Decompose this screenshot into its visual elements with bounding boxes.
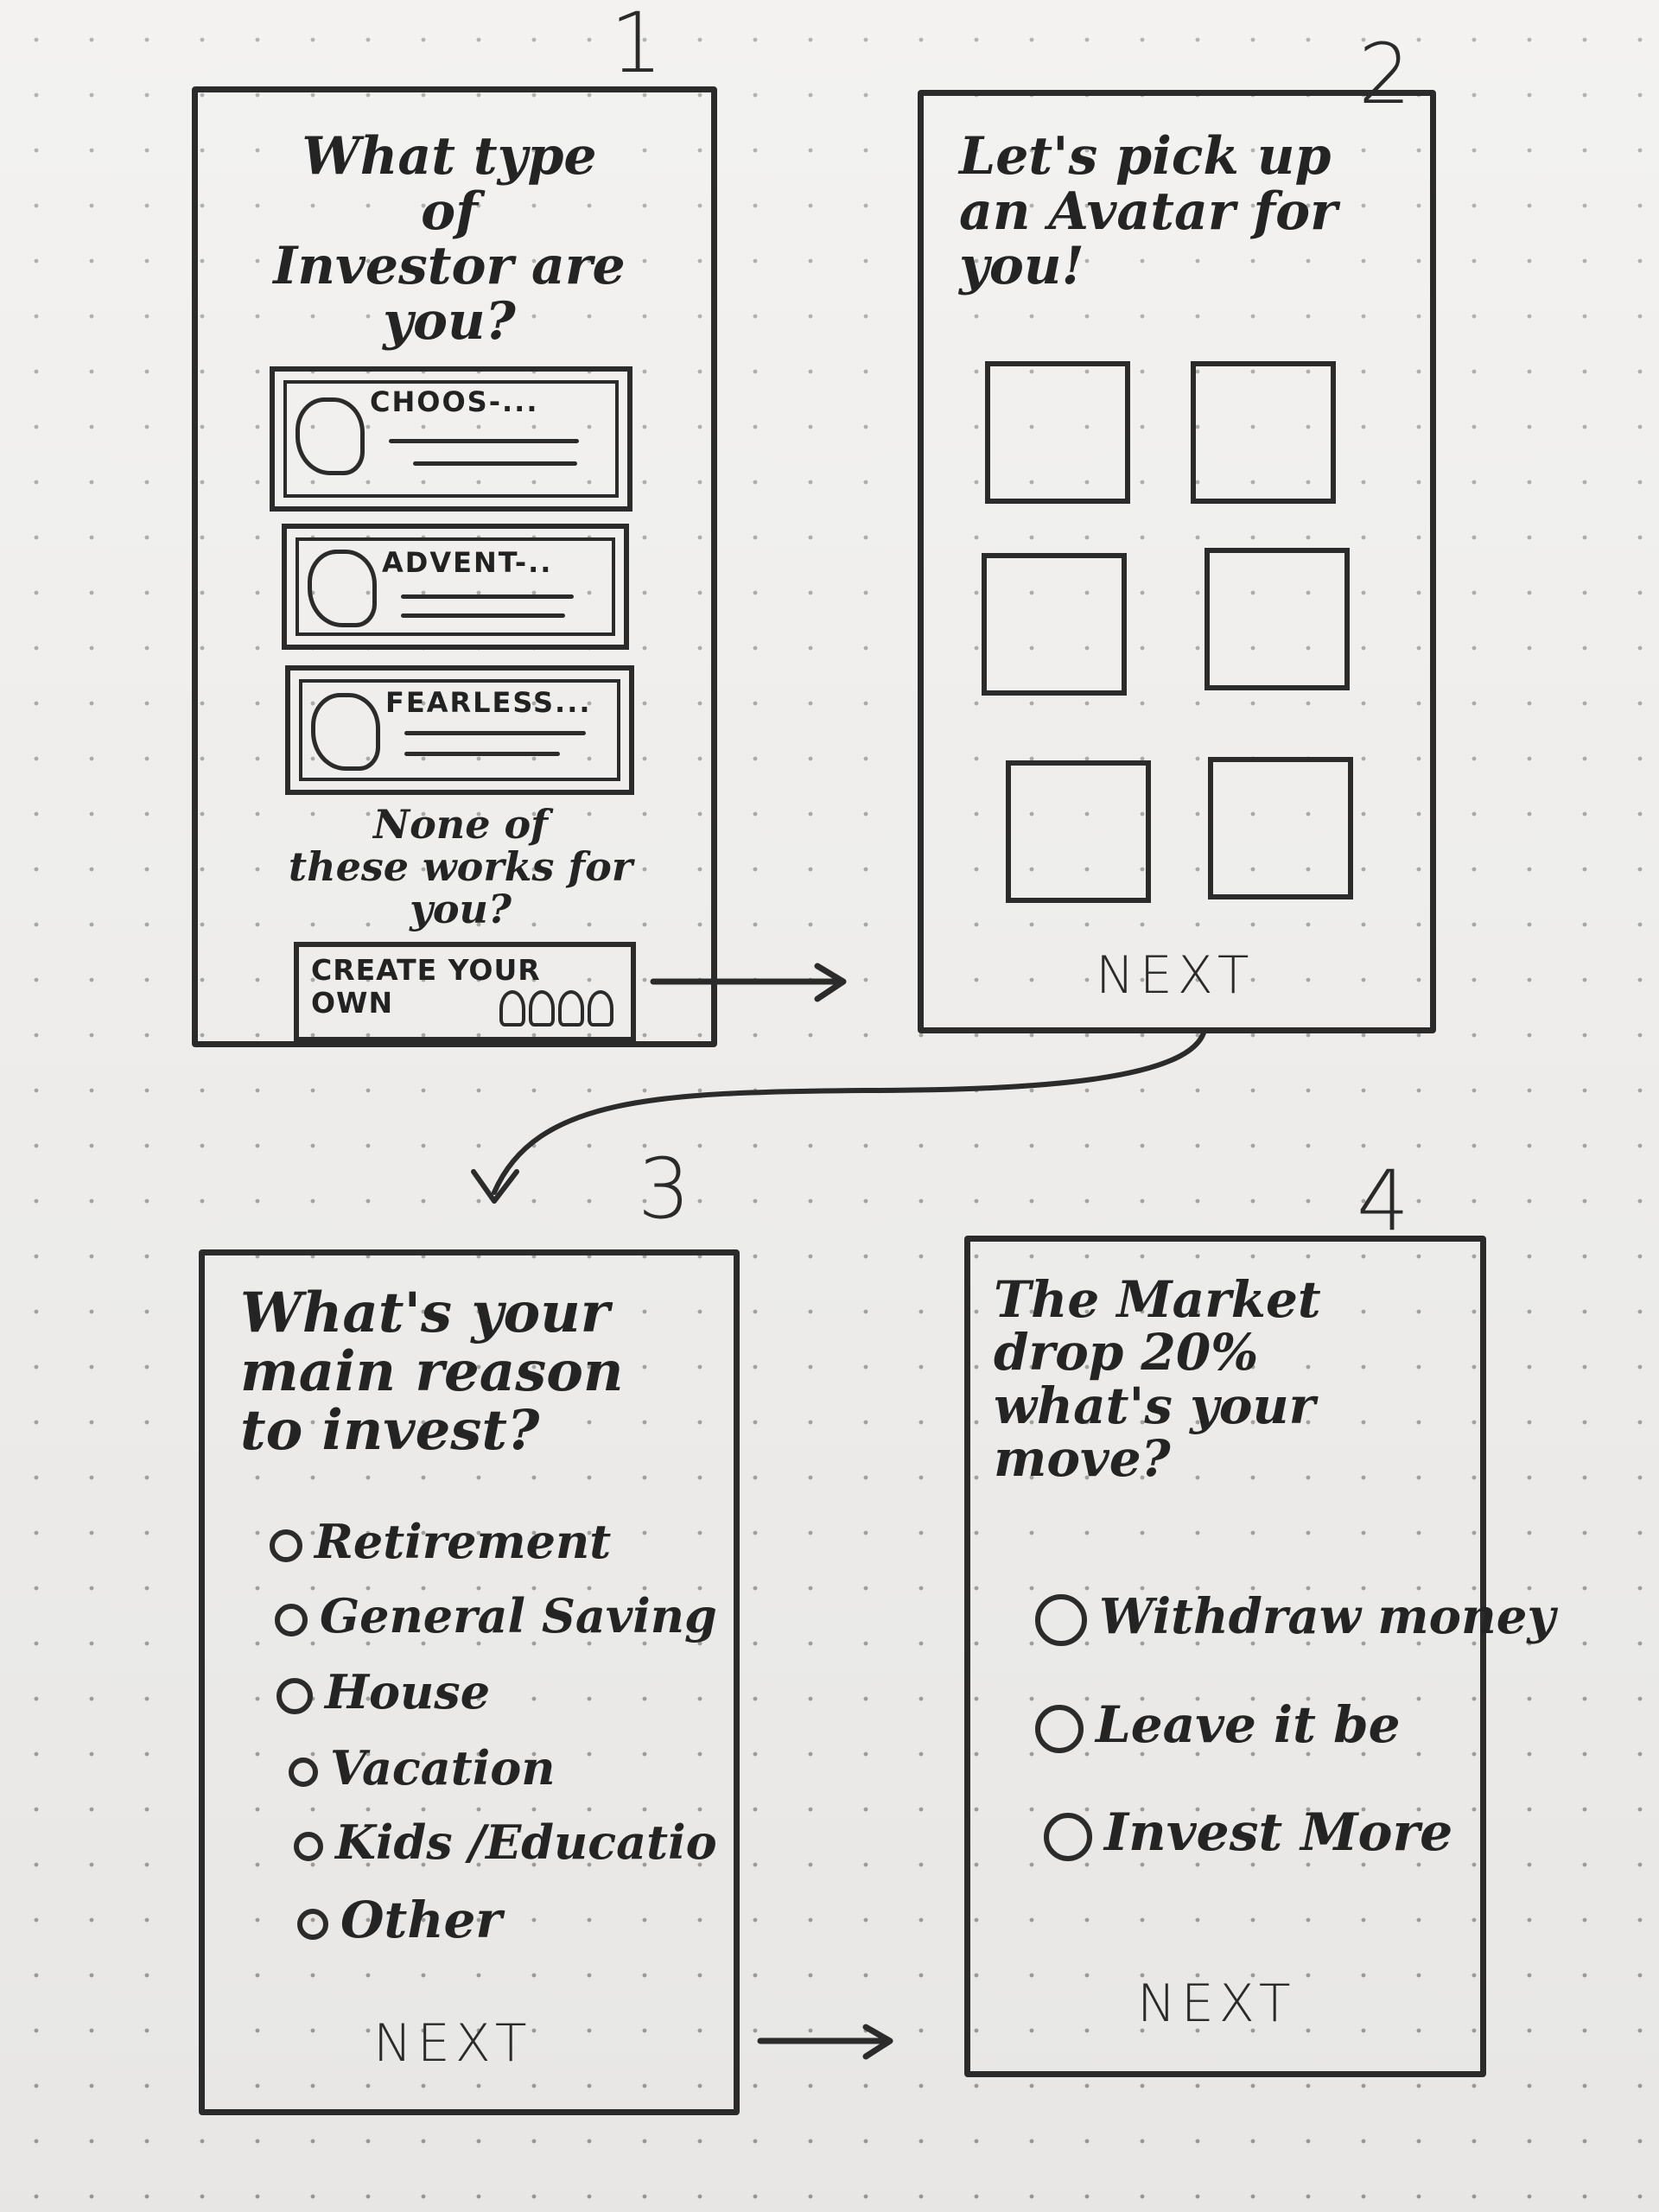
card-inner-border [296,537,615,636]
arrowhead [471,1169,519,1204]
person-icon [558,990,584,1027]
screen-2-title: Let's pick up an Avatar for you! [959,126,1338,297]
reason-option-retirement[interactable]: Retirement [270,1514,611,1569]
card-line [401,613,565,618]
reason-option-general-saving[interactable]: General Saving [275,1588,717,1643]
card-label: CHOOS-... [370,385,539,418]
arrowhead [814,963,847,1002]
screen-1-frame [192,86,717,1047]
investor-card-fearless[interactable]: FEARLESS... [285,665,634,795]
arrowhead [862,2024,893,2060]
radio-button[interactable] [270,1529,302,1562]
reason-option-vacation[interactable]: Vacation [289,1740,556,1796]
screen-4-number: 4 [1357,1153,1410,1249]
avatar-figure-icon [308,550,377,627]
avatar-figure-icon [296,397,365,475]
avatar-option[interactable] [985,361,1130,504]
option-label: Leave it be [1096,1695,1401,1754]
screen-4-question: The Market drop 20% what's your move? [994,1270,1321,1489]
screen-1-number: 1 [610,0,664,92]
radio-button[interactable] [276,1677,313,1714]
reason-option-house[interactable]: House [276,1664,490,1719]
screen-3-question: What's your main reason to invest? [240,1281,624,1463]
radio-button[interactable] [1044,1812,1092,1861]
avatar-option[interactable] [1208,757,1353,899]
screen-2-next-button[interactable]: NEXT [1096,945,1255,1006]
radio-button[interactable] [1035,1705,1084,1753]
screen-3-frame [199,1249,740,2115]
avatar-option[interactable] [1191,361,1336,504]
card-label: ADVENT-.. [382,546,553,579]
option-label: Withdraw money [1099,1588,1555,1645]
person-icon [499,990,525,1027]
screen-2-number: 2 [1358,26,1412,123]
screen-3-next-button[interactable]: NEXT [373,2013,532,2074]
screen-4-next-button[interactable]: NEXT [1137,1974,1296,2034]
radio-button[interactable] [297,1909,328,1940]
radio-button[interactable] [289,1757,318,1787]
avatar-figure-icon [311,693,380,771]
radio-button[interactable] [275,1603,308,1637]
radio-button[interactable] [294,1831,323,1861]
screen-4-frame [964,1236,1486,2077]
card-line [413,461,577,466]
option-label: House [325,1664,491,1719]
avatar-option[interactable] [982,553,1127,696]
person-icon [529,990,555,1027]
card-line [389,439,579,443]
screen-3-number: 3 [638,1141,691,1237]
create-your-own-button[interactable]: CREATE YOUR OWN [294,942,636,1042]
card-line [404,752,560,756]
card-label: FEARLESS... [385,686,592,719]
option-label: Kids /Educatio [335,1815,717,1870]
option-label: Retirement [315,1514,612,1569]
screen-1-none-text: None of these works for you? [288,801,633,932]
reason-option-other[interactable]: Other [297,1891,502,1949]
avatar-option[interactable] [1006,760,1151,903]
reason-option-kids-education[interactable]: Kids /Educatio [294,1815,717,1870]
move-option-leave[interactable]: Leave it be [1035,1695,1401,1754]
option-label: Vacation [330,1740,556,1796]
card-line [401,594,574,599]
person-icon [588,990,613,1027]
create-your-own-label: CREATE YOUR OWN [311,953,541,1020]
move-option-withdraw[interactable]: Withdraw money [1035,1588,1555,1647]
investor-card-adventurous[interactable]: ADVENT-.. [282,524,629,650]
radio-button[interactable] [1035,1594,1087,1647]
screen-2-frame [918,90,1436,1033]
investor-card-choose[interactable]: CHOOS-... [270,366,632,512]
arrow-2-to-3 [492,1027,1207,1195]
avatar-option[interactable] [1205,548,1350,690]
option-label: General Saving [320,1588,717,1643]
card-inner-border [283,380,619,498]
option-label: Other [340,1891,502,1949]
move-option-invest-more[interactable]: Invest More [1044,1802,1452,1863]
people-icons [499,990,617,1027]
option-label: Invest More [1104,1802,1453,1863]
card-inner-border [299,679,620,781]
card-line [404,731,586,735]
screen-1-question: What type of Investor are you? [273,126,626,352]
